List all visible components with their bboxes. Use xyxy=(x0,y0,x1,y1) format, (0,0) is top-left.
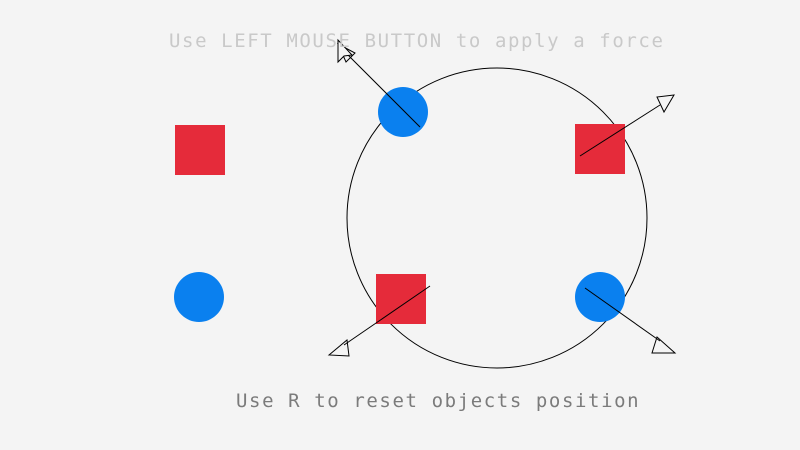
force-arrow-down-left xyxy=(327,285,431,357)
orbit-circle xyxy=(346,67,648,369)
body-circle-top[interactable] xyxy=(378,87,428,137)
hint-apply-force: Use LEFT MOUSE BUTTON to apply a force xyxy=(169,30,665,52)
force-arrow-up-right xyxy=(579,94,675,157)
hint-reset-objects: Use R to reset objects position xyxy=(236,390,641,412)
force-arrow-down-right xyxy=(584,287,677,354)
body-square-top-right[interactable] xyxy=(575,124,625,174)
mouse-cursor-icon xyxy=(337,38,354,64)
body-circle-bottom-right[interactable] xyxy=(575,272,625,322)
body-square-bottom[interactable] xyxy=(376,274,426,324)
body-circle-left[interactable] xyxy=(174,272,224,322)
body-square-left[interactable] xyxy=(175,125,225,175)
